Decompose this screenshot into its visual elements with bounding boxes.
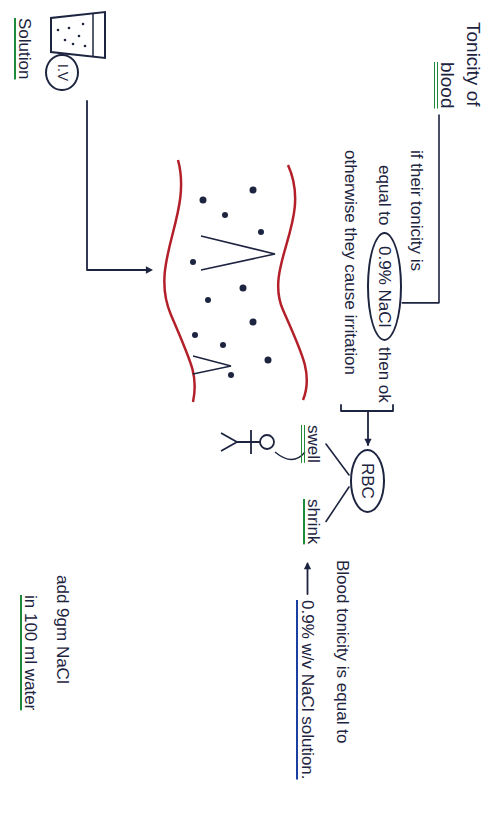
arrow-head — [364, 439, 371, 446]
beaker-liquid-line — [92, 14, 94, 56]
effect-label: shrink — [303, 499, 324, 544]
note-text: in 100 ml water — [20, 595, 41, 710]
vessel-wall — [278, 165, 307, 400]
branch-line — [326, 444, 349, 475]
note-text: Blood tonicity is equal to — [332, 560, 353, 743]
blood-vessel — [164, 160, 307, 402]
note-text: 0.9% w/v NaCl solution. — [297, 600, 318, 780]
note-text: equal to — [374, 165, 395, 226]
flow-line — [87, 101, 149, 270]
node-text: RBC — [358, 463, 377, 499]
effect-label: swell — [303, 425, 324, 463]
person-figure — [221, 430, 305, 460]
beaker-dots — [57, 23, 87, 48]
note-text: otherwise they cause irritation — [340, 150, 361, 375]
node-text: I.V — [55, 64, 71, 81]
title-text: blood — [435, 62, 459, 109]
note-text: if their tonicity is — [406, 150, 427, 271]
node-text: 0.9% NaCl — [375, 246, 394, 327]
blood-cells — [190, 187, 272, 379]
beaker-icon — [51, 12, 105, 58]
title-text: Tonicity of — [461, 22, 485, 106]
arrow-head — [304, 562, 311, 569]
circled-term: RBC — [350, 449, 385, 513]
note-text: then ok — [374, 347, 395, 403]
circled-term: I.V — [46, 54, 80, 91]
bracket — [341, 405, 393, 411]
note-text: add 9gm NaCl — [52, 575, 73, 684]
pointer-spike — [201, 236, 275, 270]
circled-term: 0.9% NaCl — [367, 232, 402, 341]
beaker-outline — [51, 12, 105, 58]
branch-line — [326, 487, 349, 522]
item-label: Solution — [14, 18, 35, 79]
pointer-spike — [193, 356, 231, 374]
leader-line — [402, 115, 439, 303]
arrow-head — [146, 266, 153, 273]
vessel-wall — [164, 160, 195, 402]
